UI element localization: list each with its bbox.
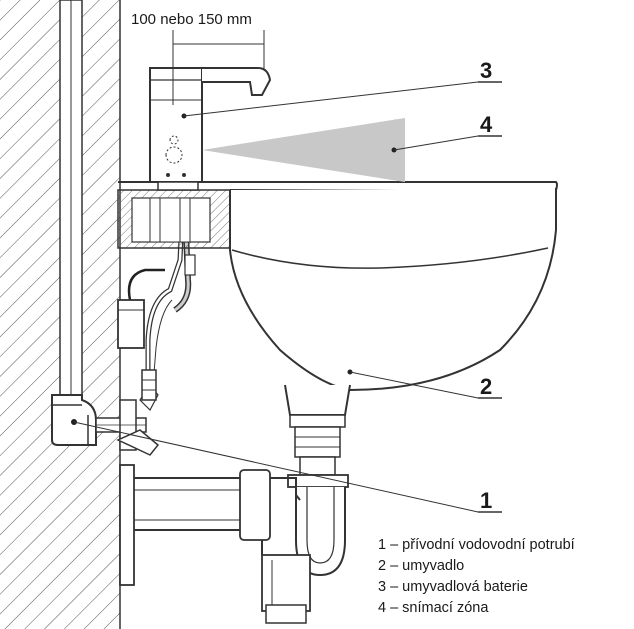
legend-item-3: 3 – umyvadlová baterie: [378, 579, 528, 595]
legend: 1 – přívodní vodovodní potrubí 2 – umyva…: [378, 535, 575, 619]
wall: [0, 0, 121, 629]
callout-number-3: 3: [480, 58, 492, 83]
control-box: [117, 299, 145, 349]
drain-trap: [119, 464, 346, 624]
callout-1: 1: [71, 419, 502, 513]
sensor-zone: [202, 118, 405, 182]
faucet: [149, 67, 272, 191]
dimension-line: 100 nebo 150 mm: [131, 11, 265, 105]
flexible-hoses: [117, 209, 196, 401]
legend-item-2: 2 – umyvadlo: [378, 558, 465, 574]
angle-valve: [95, 383, 160, 456]
callout-2: 2: [347, 369, 502, 399]
dimension-label: 100 nebo 150 mm: [131, 11, 252, 28]
callout-4: 4: [391, 112, 502, 153]
callout-number-1: 1: [480, 488, 492, 513]
legend-item-1: 1 – přívodní vodovodní potrubí: [378, 537, 575, 553]
legend-item-4: 4 – snímací zóna: [378, 600, 489, 616]
sensor-zone-arc: [395, 118, 404, 182]
washbasin: [117, 181, 558, 488]
callout-number-4: 4: [480, 112, 493, 137]
callout-3: 3: [181, 58, 502, 119]
callout-number-2: 2: [480, 374, 492, 399]
